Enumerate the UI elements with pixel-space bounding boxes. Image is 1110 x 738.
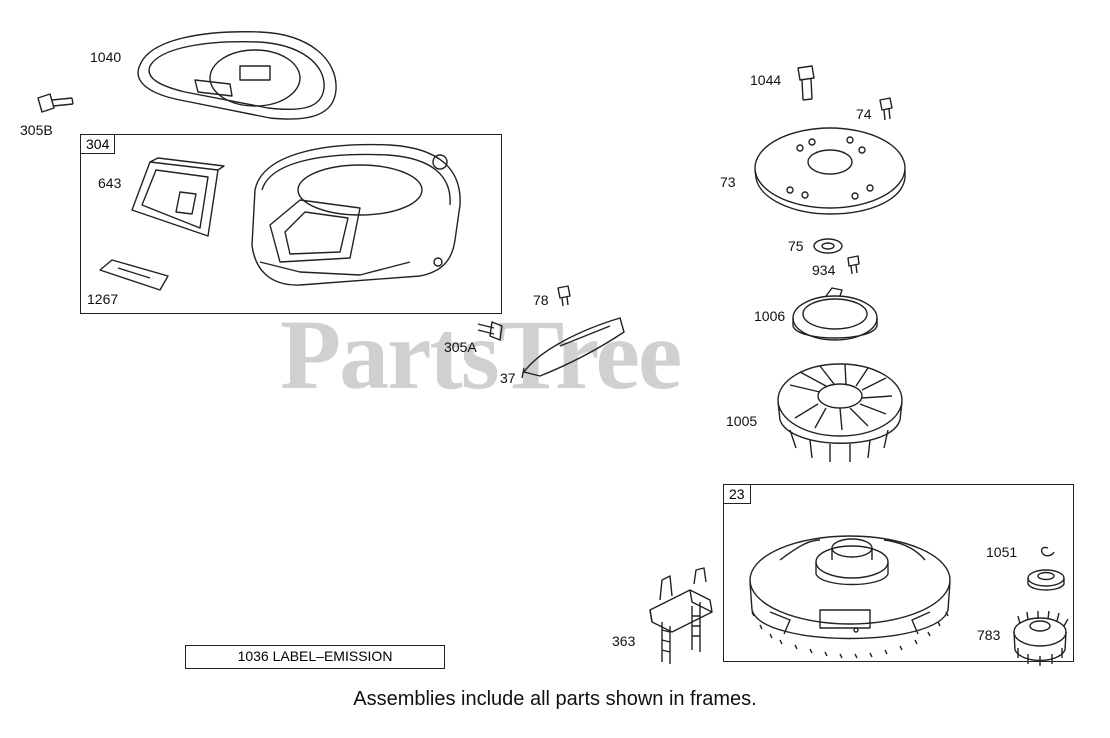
watermark: PartsTree (280, 299, 682, 410)
part-1267-drawing (99, 259, 169, 291)
callout-1040: 1040 (90, 49, 122, 65)
part-1040-drawing (137, 31, 337, 120)
part-304-drawing (251, 143, 461, 286)
part-1051-washer-drawing (1027, 569, 1065, 591)
part-305b-drawing (37, 93, 74, 113)
part-643-drawing (131, 157, 225, 237)
part-75-drawing (813, 238, 843, 254)
part-1005-drawing (777, 363, 903, 462)
callout-73: 73 (720, 174, 736, 190)
callout-934: 934 (812, 262, 836, 278)
callout-37: 37 (500, 370, 516, 386)
callout-643: 643 (98, 175, 122, 191)
frame-304 (80, 134, 502, 314)
callout-1006: 1006 (754, 308, 786, 324)
part-73-drawing (754, 127, 906, 215)
callout-363: 363 (612, 633, 636, 649)
part-305a-drawing (477, 321, 503, 341)
caption: Assemblies include all parts shown in fr… (353, 688, 757, 710)
part-1051-drawing (1040, 546, 1055, 557)
frame-23-tag: 23 (723, 484, 751, 504)
emission-label-box: 1036 LABEL–EMISSION (185, 645, 445, 669)
callout-1051: 1051 (986, 544, 1018, 560)
callout-305a: 305A (444, 339, 477, 355)
part-934-drawing (847, 255, 860, 275)
frame-304-tag: 304 (80, 134, 116, 154)
part-1044-drawing (797, 65, 815, 101)
part-74-drawing (879, 97, 893, 121)
part-37-drawing (521, 317, 625, 379)
frame-23 (723, 484, 1074, 662)
part-78-drawing (557, 285, 571, 307)
callout-1044: 1044 (750, 72, 782, 88)
callout-305b: 305B (20, 122, 53, 138)
callout-78: 78 (533, 292, 549, 308)
callout-1267: 1267 (87, 291, 119, 307)
part-783-drawing (1013, 610, 1069, 666)
callout-1005: 1005 (726, 413, 758, 429)
part-23-drawing (749, 535, 951, 659)
part-1006-drawing (792, 287, 878, 341)
callout-783: 783 (977, 627, 1001, 643)
callout-75: 75 (788, 238, 804, 254)
part-363-drawing (649, 567, 713, 664)
callout-74: 74 (856, 106, 872, 122)
